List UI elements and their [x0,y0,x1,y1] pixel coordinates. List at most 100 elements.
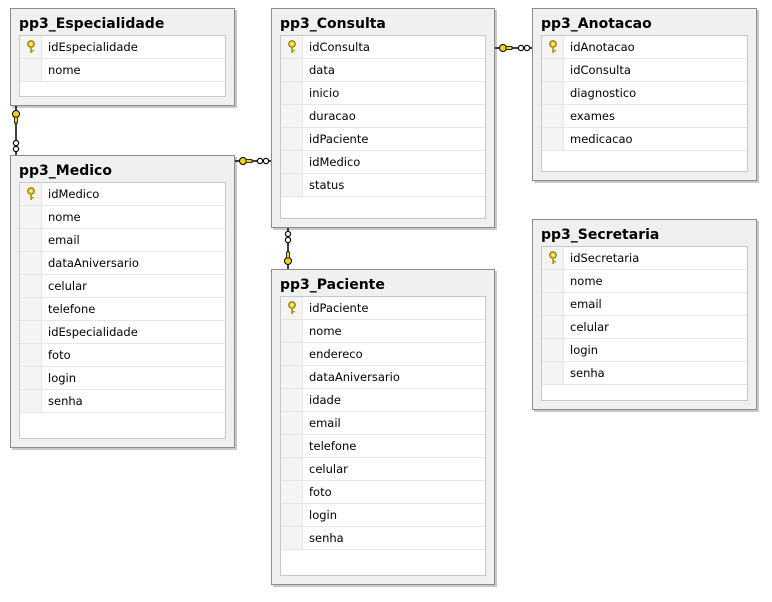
column-name: dataAniversario [309,370,400,384]
column-row-dataaniversario[interactable]: dataAniversario [20,252,225,275]
table-title: pp3_Especialidade [19,16,165,32]
column-grid: idSecretaria nome email celular login se… [541,246,748,401]
table-pp3-medico[interactable]: pp3_Medico idMedico nome email dataAnive… [10,155,235,448]
column-row-foto[interactable]: foto [20,344,225,367]
column-row-idmedico[interactable]: idMedico [20,183,225,206]
column-name: endereco [309,347,363,361]
column-name: idConsulta [570,63,631,77]
column-row-nome[interactable]: nome [20,206,225,229]
column-row-login[interactable]: login [20,367,225,390]
column-row-idade[interactable]: idade [281,389,485,412]
column-row-idsecretaria[interactable]: idSecretaria [542,247,747,270]
column-row-inicio[interactable]: inicio [281,82,485,105]
column-grid: idMedico nome email dataAniversario celu… [19,182,226,439]
column-name: telefone [48,302,96,316]
infinity-end-icon [517,44,531,52]
column-row-endereco[interactable]: endereco [281,343,485,366]
table-title: pp3_Paciente [280,277,385,293]
relationship-medico-consulta[interactable] [235,157,271,165]
primary-key-icon [288,40,296,53]
column-grid: idConsulta data inicio duracao idPacient… [280,35,486,219]
column-row-idconsulta[interactable]: idConsulta [542,59,747,82]
column-row-dataaniversario[interactable]: dataAniversario [281,366,485,389]
column-row-idpaciente[interactable]: idPaciente [281,128,485,151]
column-row-senha[interactable]: senha [281,527,485,550]
column-row-email[interactable]: email [20,229,225,252]
column-row-data[interactable]: data [281,59,485,82]
column-row-medicacao[interactable]: medicacao [542,128,747,151]
column-grid: idAnotacao idConsulta diagnostico exames… [541,35,748,172]
key-end-icon [12,110,20,124]
column-row-idespecialidade[interactable]: idEspecialidade [20,36,225,59]
column-row-telefone[interactable]: telefone [20,298,225,321]
table-pp3-anotacao[interactable]: pp3_Anotacao idAnotacao idConsulta diagn… [532,8,757,181]
column-row-idanotacao[interactable]: idAnotacao [542,36,747,59]
column-name: login [48,371,77,385]
relationship-consulta-anotacao[interactable] [495,44,532,52]
key-end-icon [284,251,292,265]
column-row-senha[interactable]: senha [542,362,747,385]
column-grid: idPaciente nome endereco dataAniversario… [280,296,486,576]
column-row-nome[interactable]: nome [281,320,485,343]
column-row-nome[interactable]: nome [542,270,747,293]
column-row-email[interactable]: email [542,293,747,316]
column-name: nome [48,210,81,224]
primary-key-icon [27,40,35,53]
relationship-especialidade-medico[interactable] [12,106,20,155]
column-row-email[interactable]: email [281,412,485,435]
column-row-foto[interactable]: foto [281,481,485,504]
column-name: email [48,233,80,247]
primary-key-icon [288,301,296,314]
column-name: idade [309,393,341,407]
column-name: telefone [309,439,357,453]
table-pp3-consulta[interactable]: pp3_Consulta idConsulta data inicio dura… [271,8,495,228]
column-name: exames [570,109,615,123]
column-row-celular[interactable]: celular [20,275,225,298]
table-title: pp3_Consulta [280,16,386,32]
column-row-idmedico[interactable]: idMedico [281,151,485,174]
column-name: dataAniversario [48,256,139,270]
column-name: idPaciente [309,132,369,146]
column-name: idEspecialidade [48,40,138,54]
column-row-login[interactable]: login [281,504,485,527]
primary-key-icon [549,40,557,53]
column-row-exames[interactable]: exames [542,105,747,128]
column-name: login [309,508,338,522]
column-name: senha [570,366,605,380]
column-name: celular [309,462,348,476]
column-row-idespecialidade[interactable]: idEspecialidade [20,321,225,344]
column-row-senha[interactable]: senha [20,390,225,413]
column-name: status [309,178,345,192]
column-name: celular [48,279,87,293]
column-row-celular[interactable]: celular [281,458,485,481]
column-name: idMedico [48,187,100,201]
table-pp3-paciente[interactable]: pp3_Paciente idPaciente nome endereco da… [271,269,495,585]
column-name: login [570,343,599,357]
column-row-idconsulta[interactable]: idConsulta [281,36,485,59]
column-name: idMedico [309,155,361,169]
table-pp3-especialidade[interactable]: pp3_Especialidade idEspecialidade nome [10,8,235,106]
key-end-icon [499,44,513,52]
column-name: idEspecialidade [48,325,138,339]
column-name: idAnotacao [570,40,635,54]
column-row-duracao[interactable]: duracao [281,105,485,128]
relationship-paciente-consulta[interactable] [284,228,292,269]
column-name: email [570,297,602,311]
table-pp3-secretaria[interactable]: pp3_Secretaria idSecretaria nome email c… [532,219,757,410]
column-name: data [309,63,335,77]
column-name: celular [570,320,609,334]
column-name: email [309,416,341,430]
column-row-status[interactable]: status [281,174,485,197]
column-row-login[interactable]: login [542,339,747,362]
column-name: idPaciente [309,301,369,315]
column-row-celular[interactable]: celular [542,316,747,339]
column-row-idpaciente[interactable]: idPaciente [281,297,485,320]
column-row-telefone[interactable]: telefone [281,435,485,458]
column-row-nome[interactable]: nome [20,59,225,82]
column-name: foto [48,348,71,362]
infinity-end-icon [256,157,270,165]
column-name: senha [309,531,344,545]
column-row-diagnostico[interactable]: diagnostico [542,82,747,105]
column-name: duracao [309,109,356,123]
column-name: inicio [309,86,340,100]
